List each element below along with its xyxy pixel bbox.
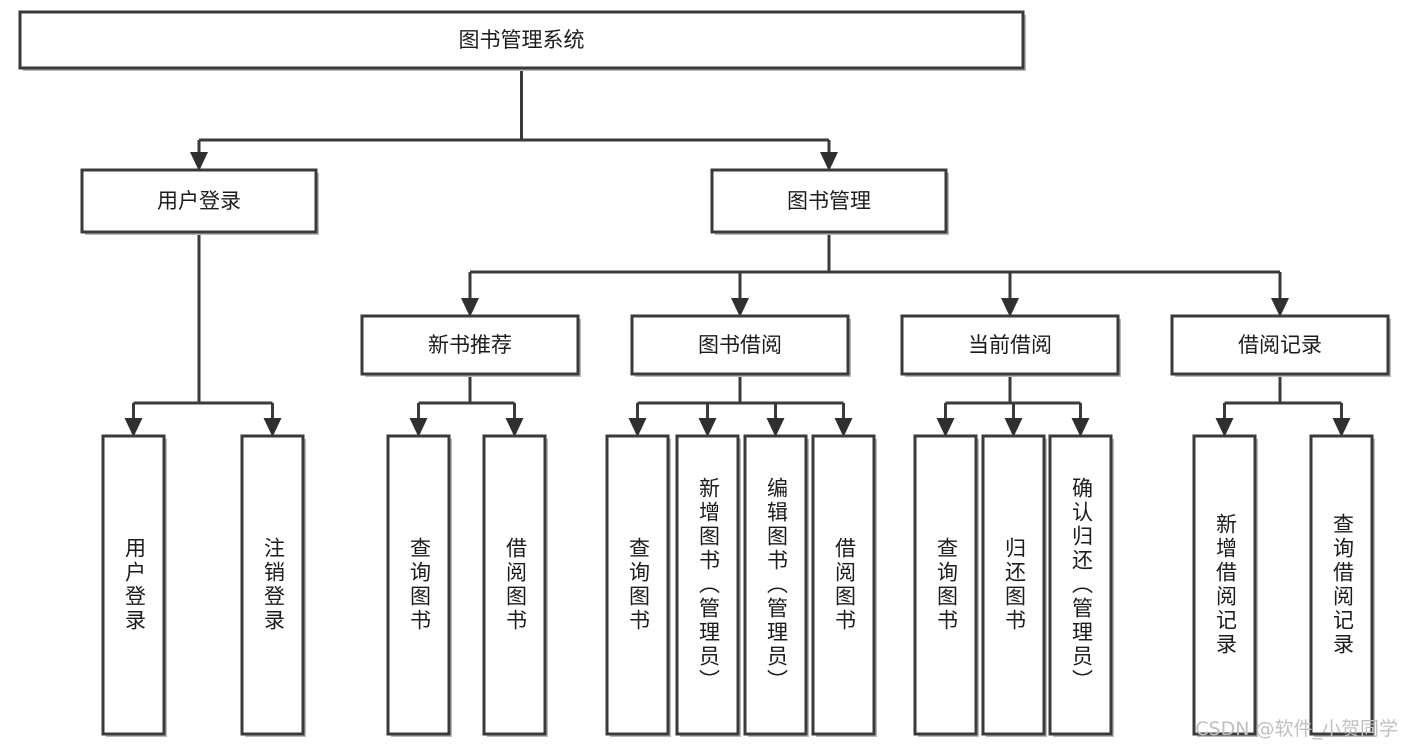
node-box[interactable] [605, 434, 670, 736]
node-box[interactable] [101, 434, 166, 736]
node-label: 注销登录 [262, 537, 286, 633]
node-new-book-recommend[interactable]: 新书推荐 [360, 314, 581, 377]
node-label: 用户登录 [157, 189, 241, 213]
node-box[interactable] [675, 434, 740, 736]
arrow-head-icon [628, 418, 647, 437]
node-box[interactable] [386, 434, 451, 736]
node-leaf-query-book-1[interactable]: 查询图书 [386, 434, 452, 737]
arrow-head-icon [834, 418, 853, 437]
node-box[interactable] [1048, 434, 1113, 736]
arrow-head-icon [461, 298, 479, 317]
connector-group-new-book-recommend [409, 374, 524, 437]
connector-group-user-login [124, 232, 282, 437]
node-book-borrow[interactable]: 图书借阅 [630, 314, 851, 377]
node-label: 借阅图书 [833, 537, 857, 633]
node-box[interactable] [1170, 314, 1390, 376]
node-label: 图书管理 [787, 189, 871, 213]
node-box[interactable] [981, 434, 1046, 736]
connector-group-borrow-record [1215, 374, 1351, 437]
node-label: 新书推荐 [428, 333, 512, 357]
arrow-head-icon [1004, 418, 1023, 437]
node-book-manage[interactable]: 图书管理 [710, 168, 949, 235]
node-leaf-query-book-2[interactable]: 查询图书 [605, 434, 671, 737]
arrow-head-icon [766, 418, 785, 437]
node-box[interactable] [913, 434, 978, 736]
node-leaf-confirm-return[interactable]: 确认归还（管理员） [1048, 434, 1114, 737]
node-label: 新增借阅记录 [1214, 513, 1238, 657]
node-label: 查询图书 [935, 537, 959, 633]
connector-layer [124, 68, 1351, 437]
node-current-borrow[interactable]: 当前借阅 [900, 314, 1121, 377]
node-label: 查询借阅记录 [1331, 513, 1355, 657]
node-label: 确认归还（管理员） [1070, 477, 1094, 693]
node-label: 用户登录 [123, 537, 147, 633]
node-box[interactable] [1192, 434, 1257, 736]
node-label: 编辑图书（管理员） [765, 477, 789, 693]
node-label: 图书借阅 [698, 333, 782, 357]
node-box[interactable] [360, 314, 580, 376]
node-label: 查询图书 [627, 537, 651, 633]
arrow-head-icon [731, 298, 749, 317]
arrow-head-icon [409, 418, 428, 437]
node-label: 新增图书（管理员） [697, 477, 721, 693]
node-box[interactable] [482, 434, 547, 736]
node-label: 当前借阅 [968, 333, 1052, 357]
node-box[interactable] [710, 168, 948, 234]
arrow-head-icon [936, 418, 955, 437]
arrow-head-icon [190, 152, 208, 171]
node-label: 归还图书 [1003, 537, 1027, 633]
node-leaf-logout-login[interactable]: 注销登录 [240, 434, 306, 737]
arrow-head-icon [698, 418, 717, 437]
arrow-head-icon [1071, 418, 1090, 437]
node-box[interactable] [743, 434, 808, 736]
connector-group-current-borrow [936, 374, 1090, 437]
connector-group-book-manage [461, 232, 1289, 317]
arrow-head-icon [820, 152, 838, 171]
arrow-head-icon [505, 418, 524, 437]
connector-group-book-borrow [628, 374, 853, 437]
node-box[interactable] [630, 314, 850, 376]
csdn-watermark: CSDN @软件_小贺同学 [1195, 718, 1398, 740]
node-label: 查询图书 [408, 537, 432, 633]
node-layer: 图书管理系统用户登录图书管理新书推荐图书借阅当前借阅借阅记录用户登录注销登录查询… [18, 10, 1391, 737]
arrow-head-icon [1215, 418, 1234, 437]
connector-group-root [190, 68, 838, 171]
arrow-head-icon [124, 418, 143, 437]
arrow-head-icon [1271, 298, 1289, 317]
node-leaf-return-book[interactable]: 归还图书 [981, 434, 1047, 737]
node-leaf-add-record[interactable]: 新增借阅记录 [1192, 434, 1258, 737]
node-box[interactable] [811, 434, 876, 736]
node-box[interactable] [240, 434, 305, 736]
node-leaf-query-record[interactable]: 查询借阅记录 [1309, 434, 1375, 737]
node-box[interactable] [18, 10, 1025, 70]
arrow-head-icon [1332, 418, 1351, 437]
node-user-login[interactable]: 用户登录 [80, 168, 319, 235]
node-leaf-add-book[interactable]: 新增图书（管理员） [675, 434, 741, 737]
node-leaf-query-book-3[interactable]: 查询图书 [913, 434, 979, 737]
node-root[interactable]: 图书管理系统 [18, 10, 1026, 71]
node-label: 借阅记录 [1238, 333, 1322, 357]
node-leaf-borrow-book-1[interactable]: 借阅图书 [482, 434, 548, 737]
node-borrow-record[interactable]: 借阅记录 [1170, 314, 1391, 377]
arrow-head-icon [263, 418, 282, 437]
node-leaf-edit-book[interactable]: 编辑图书（管理员） [743, 434, 809, 737]
node-leaf-borrow-book-2[interactable]: 借阅图书 [811, 434, 877, 737]
node-box[interactable] [900, 314, 1120, 376]
node-label: 借阅图书 [504, 537, 528, 633]
node-label: 图书管理系统 [459, 28, 585, 52]
node-leaf-user-login[interactable]: 用户登录 [101, 434, 167, 737]
node-box[interactable] [1309, 434, 1374, 736]
node-box[interactable] [80, 168, 318, 234]
arrow-head-icon [1001, 298, 1019, 317]
